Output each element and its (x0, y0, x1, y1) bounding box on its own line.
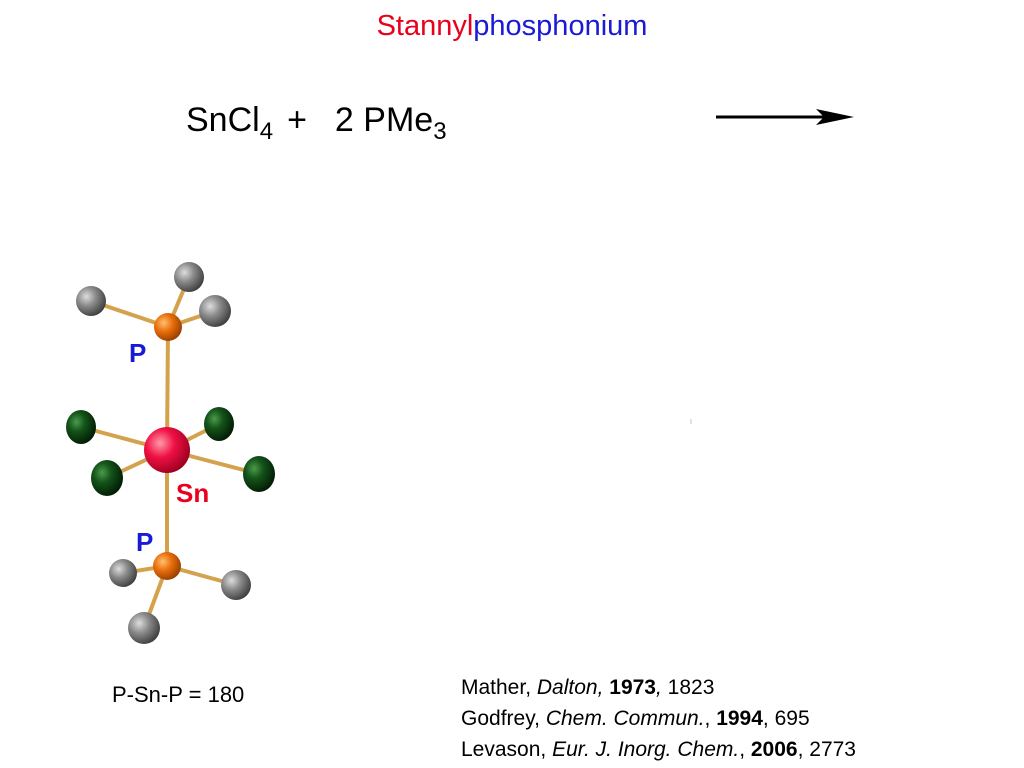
phosphorus-atom-top (154, 313, 182, 341)
bond-angle-text: P-Sn-P = 180 (112, 682, 245, 707)
reference-item: Levason, Eur. J. Inorg. Chem., 2006, 277… (461, 738, 856, 761)
stray-mark (690, 419, 692, 424)
page-title: Stannylphosphonium (0, 8, 1024, 44)
molecular-structure (66, 262, 275, 644)
tin-atom (144, 427, 190, 473)
reference-item: Godfrey, Chem. Commun., 1994, 695 (461, 707, 810, 730)
chlorine-atom (204, 407, 234, 441)
carbon-atom (76, 286, 106, 316)
chlorine-atom (243, 456, 275, 492)
carbon-atom (199, 295, 231, 327)
phosphorus-atom-bottom (153, 552, 181, 580)
chlorine-atom (91, 460, 123, 496)
plus-sign: + (287, 101, 307, 139)
carbon-atom (109, 559, 137, 587)
reaction-equation: SnCl4 +2 PMe3 (186, 100, 447, 145)
title-phosphonium: phosphonium (473, 10, 648, 42)
carbon-atom (128, 612, 160, 644)
reaction-arrow (716, 109, 854, 125)
label-sn: Sn (176, 478, 210, 508)
reactant-sncl4: SnCl4 (186, 101, 274, 145)
chlorine-atom (66, 410, 96, 444)
carbon-atom (174, 262, 204, 292)
reference-item: Mather, Dalton, 1973, 1823 (461, 676, 715, 699)
label-p-bottom: P (136, 527, 154, 557)
title-stannyl: Stannyl (376, 10, 474, 42)
reactant-pme3: 2 PMe3 (334, 101, 447, 145)
label-p-top: P (129, 338, 147, 368)
carbon-atom (221, 570, 251, 600)
references: Mather, Dalton, 1973, 1823 Godfrey, Chem… (461, 672, 856, 765)
